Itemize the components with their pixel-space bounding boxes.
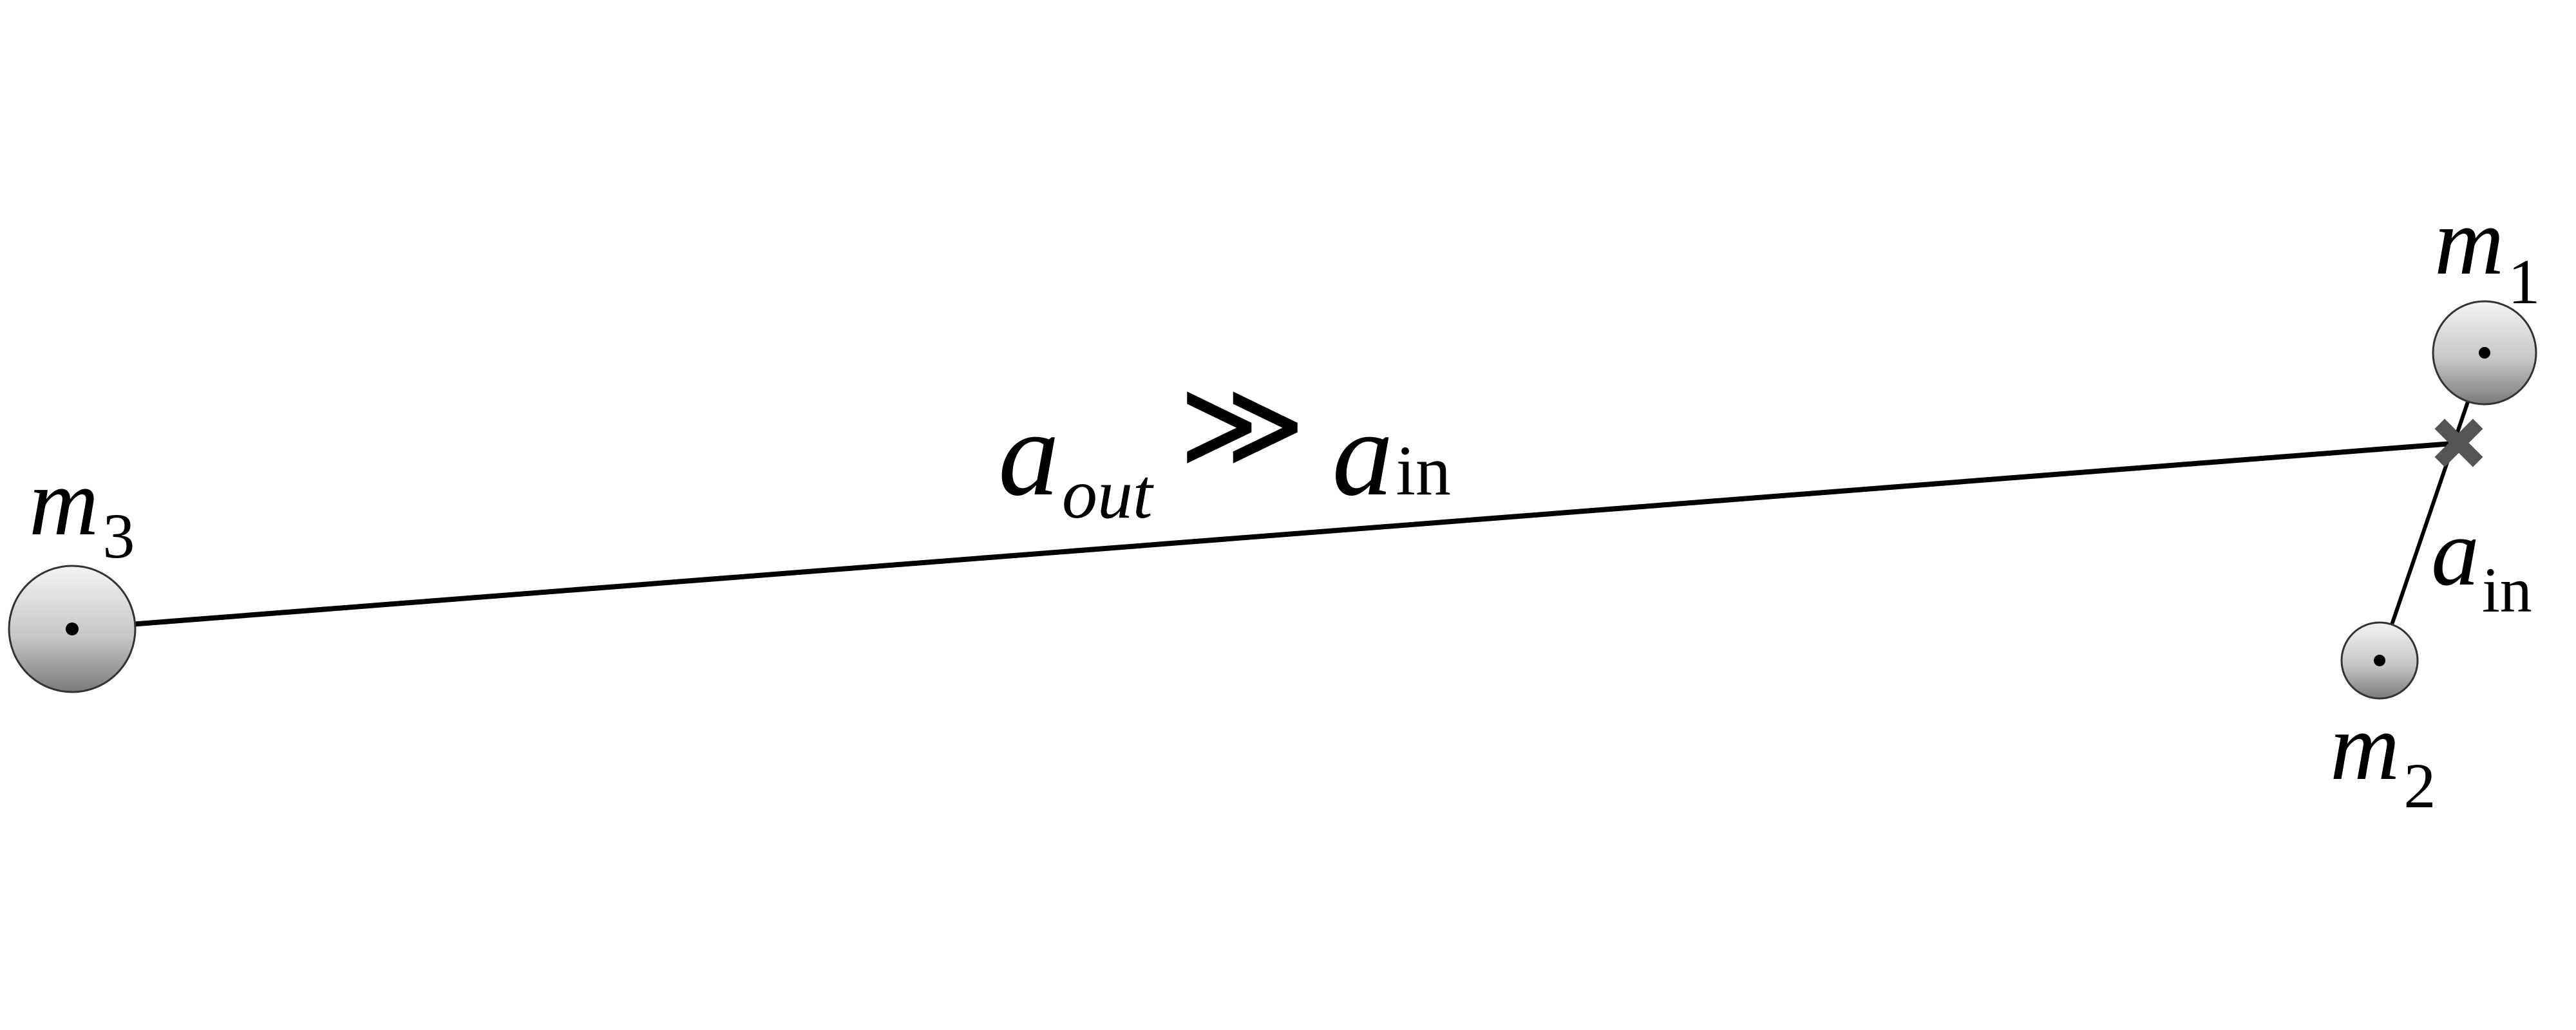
body-m1-center-dot [2479, 347, 2490, 359]
body-m3 [8, 565, 137, 693]
label-m3: m3 [29, 449, 135, 572]
body-m2-center-dot [2374, 655, 2385, 666]
outer-orbit-label: aout≫ain [998, 358, 1451, 533]
outer-orbit-line [71, 440, 2461, 632]
inner-orbit-label: ain [2431, 499, 2532, 626]
x-cross-icon [2434, 418, 2483, 467]
body-m3-center-dot [66, 623, 79, 635]
inner-orbit-line [2378, 352, 2486, 661]
label-m1: m1 [2434, 188, 2540, 317]
body-m2 [2340, 621, 2419, 700]
body-m1 [2432, 300, 2537, 406]
label-m2: m2 [2330, 693, 2436, 821]
